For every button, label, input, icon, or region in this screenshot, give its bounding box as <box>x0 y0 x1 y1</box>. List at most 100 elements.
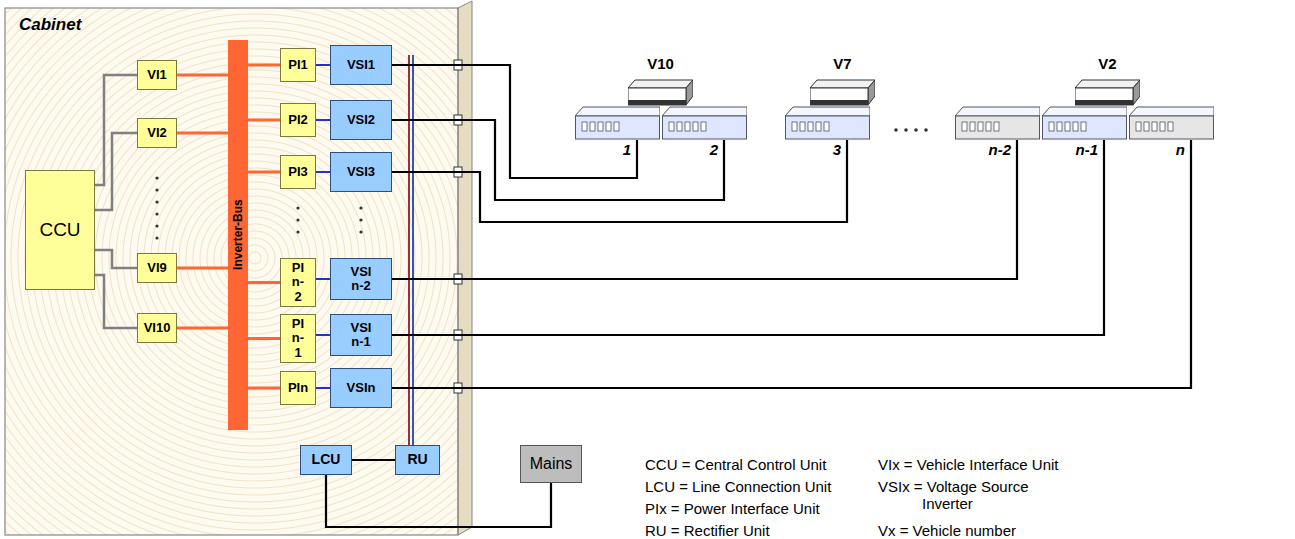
segment-top <box>1042 107 1127 116</box>
node-label: Inverter-Bus <box>231 200 244 271</box>
segment-shape <box>662 104 747 140</box>
node-label: RU <box>407 452 427 467</box>
connector-line <box>95 250 137 268</box>
vehicle-front <box>810 88 868 105</box>
segment-window <box>800 122 805 131</box>
node-label: CCU <box>39 220 80 241</box>
segment-window <box>598 122 603 131</box>
connector-line <box>316 334 330 336</box>
segment-window <box>970 122 975 131</box>
segment-window <box>792 122 797 131</box>
connector-line <box>248 171 280 174</box>
track-segment: n-2 <box>955 104 1040 140</box>
node-label: PI1 <box>288 58 308 72</box>
inverter-bus: Inverter-Bus <box>228 40 248 430</box>
segment-window <box>978 122 983 131</box>
track-segment: 3 <box>785 104 870 140</box>
cabinet: CabinetCCUVI1VI2VI9VI10Inverter-BusPI1PI… <box>5 8 458 535</box>
node-label: V2 <box>1065 56 1150 73</box>
segment-top <box>662 107 747 116</box>
vehicle-front <box>1075 88 1133 105</box>
connector-line <box>177 132 228 135</box>
segment-window <box>816 122 821 131</box>
node-label: PI3 <box>288 165 308 179</box>
node-label: 2 <box>662 142 718 159</box>
segment-front <box>1043 116 1127 139</box>
vehicle: V10 <box>628 78 693 106</box>
unit-box: VSIn <box>330 368 392 408</box>
connector-line <box>248 64 280 67</box>
connector-line <box>248 337 280 340</box>
unit-box: LCU <box>300 445 352 475</box>
node-label: VSI n-1 <box>351 321 372 350</box>
track-segment: n-1 <box>1042 104 1127 140</box>
node-label: PI n-2 <box>292 261 304 304</box>
node-label: VI9 <box>147 261 167 275</box>
node-label: VSI n-2 <box>351 265 372 294</box>
legend-text: VSIx = Voltage Source Inverter <box>878 478 1063 512</box>
legend-text: VIx = Vehicle Interface Unit <box>878 456 1059 473</box>
node-label: VI1 <box>147 68 167 82</box>
track-segment: 1 <box>575 104 660 140</box>
segment-shape <box>955 104 1040 140</box>
unit-box: PI1 <box>280 48 316 82</box>
node-label: n-2 <box>955 142 1011 159</box>
unit-box: VSI n-2 <box>330 258 392 300</box>
unit-box: RU <box>395 445 440 475</box>
vehicle-shape <box>810 78 875 106</box>
segment-window <box>1049 122 1054 131</box>
unit-box: VI9 <box>137 253 177 283</box>
segment-window <box>1160 122 1165 131</box>
unit-box: PI2 <box>280 103 316 137</box>
segment-window <box>669 122 674 131</box>
connector-line <box>95 275 137 328</box>
ellipsis-dots <box>155 128 927 239</box>
segment-window <box>693 122 698 131</box>
connector-line <box>392 140 847 222</box>
track-segment: 2 <box>662 104 747 140</box>
node-label: 1 <box>575 142 631 159</box>
connector-line <box>352 459 395 461</box>
unit-box: PIn <box>280 371 316 405</box>
node-label: PIn <box>288 381 308 395</box>
node-label: VSIn <box>347 381 376 395</box>
vehicle-shape <box>1075 78 1140 106</box>
node-label: VI10 <box>144 321 171 335</box>
segment-window <box>614 122 619 131</box>
node-label: Cabinet <box>19 16 81 35</box>
connector-line <box>248 281 280 284</box>
unit-box: PI n-2 <box>280 258 316 307</box>
segment-top <box>575 107 660 116</box>
connector-line <box>95 133 137 210</box>
segment-window <box>1073 122 1078 131</box>
node-label: V7 <box>800 56 885 73</box>
unit-box: VI10 <box>137 313 177 343</box>
legend-text: LCU = Line Connection Unit <box>645 478 831 495</box>
unit-box: PI n-1 <box>280 314 316 363</box>
dc-link <box>408 55 410 445</box>
segment-window <box>1144 122 1149 131</box>
node-label: n <box>1129 142 1185 159</box>
segment-shape <box>785 104 870 140</box>
cabinet-side <box>458 1 472 535</box>
dc-link <box>412 55 414 445</box>
segment-window <box>701 122 706 131</box>
segment-window <box>986 122 991 131</box>
segment-window <box>606 122 611 131</box>
segment-window <box>962 122 967 131</box>
cabinet-front <box>5 8 458 535</box>
segment-window <box>994 122 999 131</box>
node-label: VSI3 <box>347 165 375 179</box>
segment-window <box>1065 122 1070 131</box>
connector-line <box>177 74 228 77</box>
legend-text: Vx = Vehicle number <box>878 522 1016 539</box>
unit-box: CCU <box>25 170 95 290</box>
segment-window <box>824 122 829 131</box>
vehicle-shape <box>628 78 693 106</box>
segment-front <box>956 116 1040 139</box>
node-label: Mains <box>530 455 573 473</box>
node-label: VSI2 <box>347 113 375 127</box>
node-label: PI2 <box>288 113 308 127</box>
vehicle: V2 <box>1075 78 1140 106</box>
